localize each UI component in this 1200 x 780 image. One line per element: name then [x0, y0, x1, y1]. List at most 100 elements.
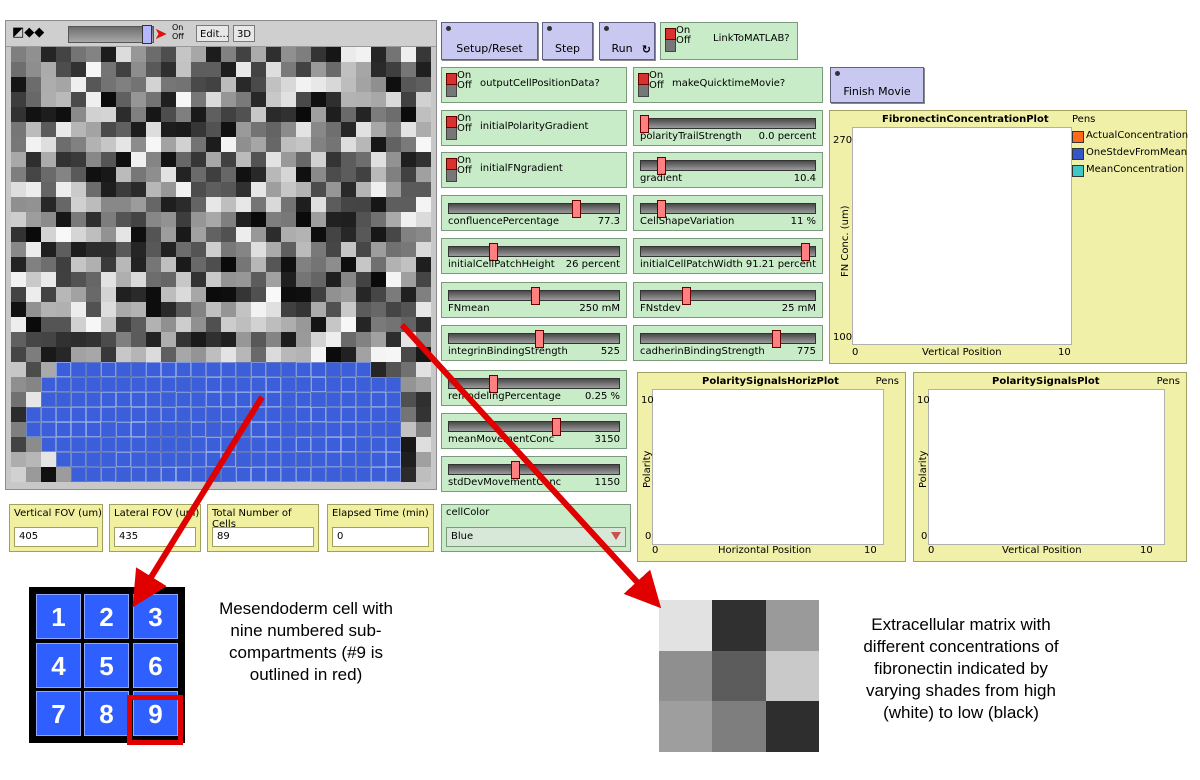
plot-xmax: 10 — [1140, 545, 1153, 556]
play-arrow-icon[interactable]: ➤ — [154, 24, 168, 43]
button-indicator-icon — [835, 71, 840, 76]
extracellular-matrix-diagram — [659, 600, 819, 752]
view-updates-toggle[interactable]: On Off — [172, 23, 184, 41]
plot-ymax: 270 — [833, 135, 853, 146]
switch-knob-icon — [446, 116, 457, 128]
subcompartment-1: 1 — [36, 594, 81, 639]
forever-loop-icon: ↻ — [641, 43, 651, 56]
step-button[interactable]: Step — [542, 22, 593, 60]
ecm-patch — [712, 701, 766, 752]
cell-color-chooser[interactable]: cellColor Blue — [441, 504, 631, 552]
plot-ymin: 0 — [645, 531, 652, 542]
speed-slider-handle[interactable] — [142, 25, 152, 44]
lateral-fov-monitor: Lateral FOV (um)435 — [109, 504, 201, 552]
pens-label: Pens — [875, 376, 899, 387]
ecm-patch — [659, 600, 713, 651]
plot-legend: Pens ActualConcentration OneStdevFromMea… — [1072, 114, 1188, 184]
world-view[interactable]: ◩◆◆ ➤ On Off Edit... 3D — [5, 20, 437, 490]
pens-label: Pens — [1156, 376, 1180, 387]
patch-grid — [11, 47, 431, 482]
cadherin-binding-strength-slider[interactable]: cadherinBindingStrength 775 — [633, 325, 823, 361]
polarity-signals-horiz-plot[interactable]: PolaritySignalsHorizPlot Pens 10 0 Polar… — [637, 372, 906, 562]
slider-handle[interactable] — [489, 243, 499, 261]
mean-movement-conc-slider[interactable]: meanMovementConc 3150 — [441, 413, 627, 449]
view-size-icons[interactable]: ◩◆◆ — [12, 25, 45, 40]
slider-handle[interactable] — [656, 200, 666, 218]
plot-ymax: 10 — [917, 395, 930, 406]
slider-handle[interactable] — [656, 157, 666, 175]
polarity-signals-plot[interactable]: PolaritySignalsPlot Pens 10 0 Polarity 0… — [913, 372, 1187, 562]
plot-canvas — [928, 389, 1165, 545]
plot-ylabel: Polarity — [918, 450, 929, 488]
ecm-patch — [712, 600, 766, 651]
ecm-patch — [765, 650, 819, 702]
legend-item: ActualConcentration — [1072, 130, 1188, 143]
button-indicator-icon — [547, 26, 552, 31]
plot-ylabel: FN Conc. (um) — [840, 205, 851, 277]
fn-stdev-slider[interactable]: FNstdev 25 mM — [633, 282, 823, 318]
subcompartment-3: 3 — [133, 594, 178, 639]
plot-xlabel: Vertical Position — [922, 347, 1002, 358]
legend-item: OneStdevFromMean — [1072, 147, 1187, 160]
switch-knob-icon — [665, 28, 676, 40]
button-indicator-icon — [604, 26, 609, 31]
button-indicator-icon — [446, 26, 451, 31]
cell-color-select[interactable]: Blue — [446, 527, 626, 547]
slider-handle[interactable] — [771, 330, 781, 348]
run-button[interactable]: Run ↻ — [599, 22, 655, 60]
plot-ymax: 10 — [641, 395, 654, 406]
edit-button[interactable]: Edit... — [196, 25, 229, 42]
compartment-9-outline — [127, 695, 183, 745]
fibronectin-concentration-plot[interactable]: FibronectinConcentrationPlot 270 100 FN … — [829, 110, 1188, 364]
plot-canvas — [652, 389, 884, 545]
subcompartment-2: 2 — [84, 594, 129, 639]
finish-movie-button[interactable]: Finish Movie — [830, 67, 924, 103]
remodeling-percentage-slider[interactable]: remodelingPercentage 0.25 % — [441, 370, 627, 406]
subcompartment-7: 7 — [36, 691, 81, 736]
ecm-patch — [659, 701, 713, 752]
slider-handle[interactable] — [640, 115, 649, 133]
slider-handle[interactable] — [800, 243, 810, 261]
polarity-trail-strength-slider[interactable]: polarityTrailStrength 0.0 percent — [633, 110, 823, 146]
3d-button[interactable]: 3D — [233, 25, 255, 42]
plot-xmax: 10 — [864, 545, 877, 556]
subcompartment-5: 5 — [84, 643, 129, 688]
plot-title: PolaritySignalsHorizPlot — [702, 376, 839, 387]
vertical-fov-monitor: Vertical FOV (um)405 — [9, 504, 103, 552]
speed-slider[interactable] — [68, 26, 154, 43]
pens-label: Pens — [1072, 114, 1096, 125]
switch-knob-icon — [446, 158, 457, 170]
initial-cell-patch-height-slider[interactable]: initialCellPatchHeight 26 percent — [441, 238, 627, 274]
fn-mean-slider[interactable]: FNmean 250 mM — [441, 282, 627, 318]
confluence-percentage-slider[interactable]: confluencePercentage 77.3 — [441, 195, 627, 231]
subcompartment-8: 8 — [84, 691, 129, 736]
plot-ymin: 0 — [921, 531, 928, 542]
gradient-slider[interactable]: gradient 10.4 — [633, 152, 823, 188]
slider-handle[interactable] — [571, 200, 581, 218]
plot-xmin: 0 — [652, 545, 659, 556]
setup-reset-button[interactable]: Setup/Reset — [441, 22, 538, 60]
plot-ylabel: Polarity — [642, 450, 653, 488]
integrin-binding-strength-slider[interactable]: integrinBindingStrength 525 — [441, 325, 627, 361]
elapsed-time-monitor: Elapsed Time (min)0 — [327, 504, 434, 552]
cell-caption: Mesendoderm cell with nine numbered sub-… — [219, 599, 393, 684]
subcompartment-4: 4 — [36, 643, 81, 688]
std-dev-movement-conc-slider[interactable]: stdDevMovementConc 1150 — [441, 456, 627, 492]
ecm-patch — [765, 701, 819, 752]
initial-cell-patch-width-slider[interactable]: initialCellPatchWidth 91.21 percent — [633, 238, 823, 274]
plot-ymin: 100 — [833, 332, 853, 343]
dropdown-arrow-icon[interactable] — [611, 532, 621, 540]
plot-xmin: 0 — [928, 545, 935, 556]
legend-item: MeanConcentration — [1072, 164, 1184, 177]
ecm-patch — [659, 650, 713, 702]
plot-title: FibronectinConcentrationPlot — [882, 114, 1049, 125]
slider-handle[interactable] — [530, 287, 540, 305]
slider-handle[interactable] — [682, 287, 692, 305]
cell-shape-variation-slider[interactable]: CellShapeVariation 11 % — [633, 195, 823, 231]
